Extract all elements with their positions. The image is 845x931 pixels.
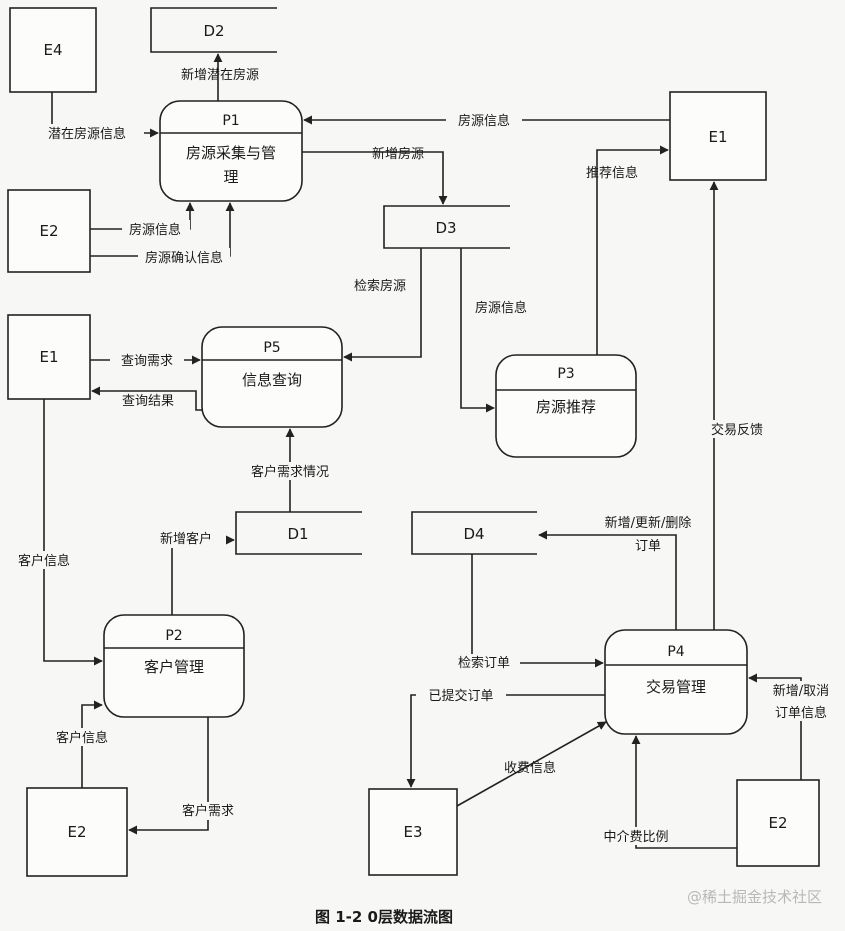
- process-p3: P3 房源推荐: [495, 354, 637, 458]
- store-d2: D2: [150, 7, 277, 53]
- store-d2-label: D2: [203, 22, 224, 40]
- entity-e2-bottom-left: E2: [26, 787, 128, 877]
- process-p5-id: P5: [263, 340, 280, 356]
- flow-search-order-label: 检索订单: [458, 656, 510, 671]
- process-p1-name-line1: 房源采集与管: [186, 144, 276, 162]
- flow-query-result-label: 查询结果: [122, 394, 174, 409]
- process-p3-id: P3: [557, 366, 574, 382]
- flow-new-house: 新增房源: [302, 146, 448, 205]
- flow-house-info-e1: 房源信息: [303, 112, 670, 130]
- process-p1-id: P1: [222, 113, 239, 129]
- store-d1-label: D1: [287, 525, 308, 543]
- watermark: @稀土掘金技术社区: [687, 888, 822, 906]
- entity-e1-left-label: E1: [39, 348, 58, 366]
- flow-new-potential: 新增潜在房源: [181, 53, 259, 101]
- store-d1: D1: [235, 511, 362, 555]
- flow-recommend-info-label: 推荐信息: [586, 165, 638, 181]
- flow-query-req: 查询需求: [90, 352, 201, 370]
- process-p4-id: P4: [667, 644, 684, 660]
- flow-new-house-label: 新增房源: [372, 146, 424, 162]
- flow-customer-demand-situation: 客户需求情况: [232, 428, 348, 512]
- store-d4-label: D4: [463, 525, 484, 543]
- flow-order-update: 新增/更新/删除 订单: [538, 515, 692, 630]
- process-p4-name: 交易管理: [646, 678, 706, 696]
- flow-customer-info-e1-label: 客户信息: [18, 553, 70, 569]
- flow-query-req-label: 查询需求: [121, 354, 173, 369]
- entity-e3: E3: [368, 788, 458, 876]
- flow-new-cancel-label-line2: 订单信息: [775, 705, 827, 721]
- flow-submitted-order-label: 已提交订单: [428, 688, 493, 704]
- store-d3: D3: [383, 205, 510, 249]
- flow-new-customer: 新增客户: [146, 530, 235, 615]
- flow-house-info-e2: 房源信息: [90, 202, 195, 238]
- store-d3-label: D3: [435, 219, 456, 237]
- flow-customer-info-e2-label: 客户信息: [56, 730, 108, 746]
- flow-customer-demand-label: 客户需求: [182, 803, 234, 819]
- flow-house-confirm-label: 房源确认信息: [145, 250, 223, 266]
- flow-trade-feedback: 交易反馈: [697, 181, 777, 630]
- entity-e2-bottom-right: E2: [736, 779, 820, 867]
- flow-order-update-label-line1: 新增/更新/删除: [605, 515, 692, 531]
- flow-house-info-e2-label: 房源信息: [129, 222, 181, 238]
- flow-house-info-d3: 房源信息: [460, 248, 539, 413]
- flow-agency-ratio: 中介费比例: [588, 735, 737, 849]
- process-p3-name: 房源推荐: [536, 398, 596, 416]
- flow-customer-info-e1: 客户信息: [6, 399, 103, 666]
- flow-customer-demand-situation-label: 客户需求情况: [251, 464, 329, 480]
- process-p2: P2 客户管理: [103, 614, 245, 718]
- process-p2-id: P2: [165, 628, 182, 644]
- flow-search-house-label: 检索房源: [354, 278, 406, 294]
- flow-potential-info-label: 潜在房源信息: [48, 126, 126, 142]
- entity-e2-bottom-right-label: E2: [768, 814, 787, 832]
- flow-fee-info-label: 收费信息: [504, 760, 556, 776]
- flow-customer-info-e2: 客户信息: [40, 700, 124, 788]
- entity-e1-right: E1: [669, 91, 767, 181]
- flow-trade-feedback-label: 交易反馈: [711, 422, 763, 438]
- flow-house-confirm: 房源确认信息: [90, 202, 235, 266]
- flow-submitted-order: 已提交订单: [406, 687, 605, 788]
- flow-order-update-label-line2: 订单: [635, 539, 661, 554]
- flow-agency-ratio-label: 中介费比例: [603, 830, 668, 845]
- flow-customer-demand: 客户需求: [128, 717, 248, 835]
- entity-e1-left: E1: [7, 314, 91, 400]
- process-p5: P5 信息查询: [201, 326, 343, 428]
- entity-e2-bottom-left-label: E2: [67, 823, 86, 841]
- flow-new-potential-label: 新增潜在房源: [181, 67, 259, 83]
- flow-query-result: 查询结果: [91, 386, 202, 411]
- store-d4: D4: [411, 511, 537, 555]
- entity-e2-top-label: E2: [39, 222, 58, 240]
- figure-caption: 图 1-2 0层数据流图: [315, 908, 453, 926]
- flow-new-cancel: 新增/取消 订单信息: [748, 673, 844, 780]
- process-p1-name-line2: 理: [223, 168, 238, 186]
- flow-house-info-d3-label: 房源信息: [475, 300, 527, 316]
- flow-potential-info: 潜在房源信息: [30, 92, 159, 142]
- entity-e1-right-label: E1: [708, 128, 727, 146]
- flow-search-order: 检索订单: [446, 554, 604, 672]
- flow-new-customer-label: 新增客户: [160, 531, 212, 547]
- process-p1: P1 房源采集与管 理: [159, 100, 303, 202]
- process-p4: P4 交易管理: [604, 629, 748, 735]
- process-p5-name: 信息查询: [242, 371, 302, 389]
- flow-new-cancel-label-line1: 新增/取消: [773, 683, 829, 699]
- entity-e4: E4: [9, 7, 97, 93]
- entity-e2-top: E2: [7, 189, 91, 273]
- entity-e4-label: E4: [43, 41, 62, 59]
- entity-e3-label: E3: [403, 823, 422, 841]
- flow-search-house: 检索房源: [340, 248, 422, 362]
- process-p2-name: 客户管理: [144, 658, 204, 676]
- flow-house-info-e1-label: 房源信息: [458, 113, 510, 129]
- flow-fee-info: 收费信息: [456, 721, 607, 807]
- flow-recommend-info: 推荐信息: [586, 145, 669, 355]
